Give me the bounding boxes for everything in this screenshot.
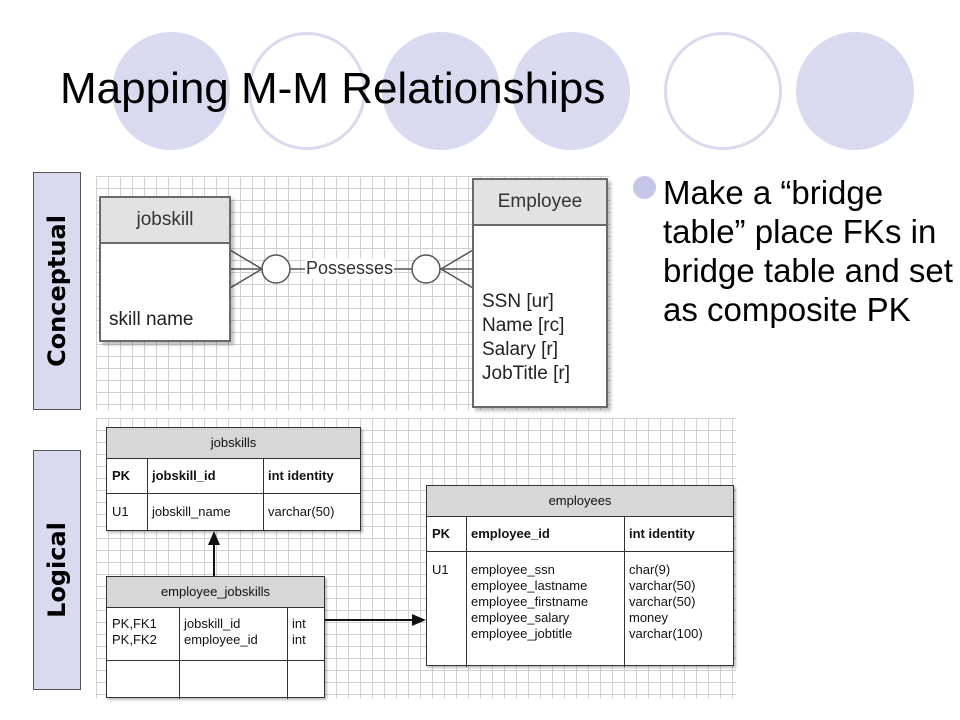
decor-circle-2: [248, 32, 366, 150]
jobskills-table: jobskills PK jobskill_id int identity U1…: [106, 427, 361, 531]
bullet-text: Make a “bridge table” place FKs in bridg…: [663, 174, 953, 328]
logical-label-bar: Logical: [33, 450, 81, 690]
table-row: PK,FK1 PK,FK2 jobskill_id employee_id in…: [107, 608, 324, 661]
decor-circle-5: [664, 32, 782, 150]
employee-attribute: JobTitle [r]: [482, 363, 570, 384]
employee-attribute: Name [rc]: [482, 315, 565, 336]
key-cell: PK: [432, 526, 451, 541]
employees-table: employees PK employee_id int identity U1…: [426, 485, 734, 667]
table-row: PK jobskill_id int identity: [107, 459, 360, 494]
table-row: [107, 661, 324, 699]
table-row: U1 employee_ssn employee_lastname employ…: [427, 552, 733, 667]
bullet-dot-icon: [633, 176, 656, 199]
decor-circle-1: [112, 32, 230, 150]
employee-attribute: Salary [r]: [482, 339, 559, 360]
relationship-label: Possesses: [305, 258, 395, 279]
key-cell: U1: [112, 504, 129, 519]
table-row: PK employee_id int identity: [427, 517, 733, 552]
employee-entity-name: Employee: [474, 180, 606, 226]
employees-table-name: employees: [427, 486, 733, 517]
decor-circle-3: [382, 32, 500, 150]
type-cell: int identity: [629, 526, 695, 541]
column-cell: jobskill_id employee_id: [184, 616, 258, 647]
jobskills-table-name: jobskills: [107, 428, 360, 459]
column-cell: employee_id: [471, 526, 550, 541]
column-cell: jobskill_name: [152, 504, 231, 519]
column-cell: employee_ssn employee_lastname employee_…: [471, 562, 589, 641]
jobskill-entity: jobskill skill name: [99, 196, 231, 342]
key-cell: PK: [112, 468, 131, 483]
conceptual-label-bar: Conceptual: [33, 172, 81, 410]
column-cell: jobskill_id: [152, 468, 216, 483]
type-cell: char(9) varchar(50) varchar(50) money va…: [629, 562, 703, 641]
employee-jobskills-table-name: employee_jobskills: [107, 577, 324, 608]
type-cell: varchar(50): [268, 504, 335, 519]
employee-jobskills-table: employee_jobskills PK,FK1 PK,FK2 jobskil…: [106, 576, 325, 699]
slide-title: Mapping M-M Relationships: [60, 64, 606, 113]
key-cell: U1: [432, 562, 449, 577]
employee-attribute: SSN [ur]: [482, 291, 554, 312]
employee-entity: Employee SSN [ur] Name [rc] Salary [r] J…: [472, 178, 608, 408]
table-row: U1 jobskill_name varchar(50): [107, 494, 360, 531]
decor-circle-6: [796, 32, 914, 150]
key-cell: PK,FK1 PK,FK2: [112, 616, 157, 647]
decor-circle-4: [512, 32, 630, 150]
type-cell: int int: [292, 616, 306, 647]
jobskill-attribute: skill name: [109, 309, 194, 330]
jobskill-entity-name: jobskill: [101, 198, 229, 244]
type-cell: int identity: [268, 468, 334, 483]
